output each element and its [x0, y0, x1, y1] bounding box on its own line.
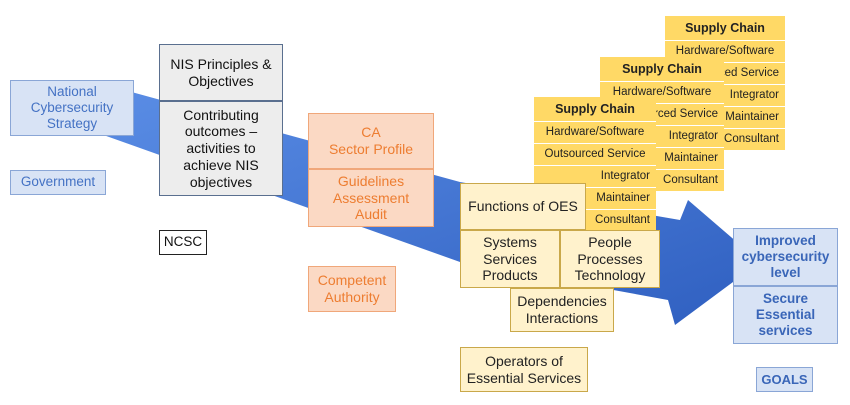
- guidelines-assessment-box: Guidelines Assessment Audit: [308, 169, 434, 227]
- supply-chain-header: Supply Chain: [665, 16, 785, 40]
- supply-chain-row: Hardware/Software: [534, 121, 656, 143]
- people-processes-box: People Processes Technology: [560, 230, 660, 288]
- ca-sector-profile-box: CA Sector Profile: [308, 113, 434, 169]
- nis-principles-box: NIS Principles & Objectives: [159, 44, 283, 101]
- ncsc-label: NCSC: [159, 230, 207, 255]
- supply-chain-row: Outsourced Service: [534, 143, 656, 165]
- competent-authority-label: Competent Authority: [308, 266, 396, 312]
- systems-services-box: Systems Services Products: [460, 230, 560, 288]
- contributing-outcomes-box: Contributing outcomes – activities to ac…: [159, 101, 283, 196]
- operators-label: Operators of Essential Services: [460, 347, 588, 392]
- supply-chain-row: Integrator: [534, 165, 656, 187]
- supply-chain-header: Supply Chain: [534, 97, 656, 121]
- government-label: Government: [10, 170, 106, 195]
- supply-chain-header: Supply Chain: [600, 57, 724, 81]
- functions-oes-box: Functions of OES: [460, 183, 586, 230]
- secure-services-box: Secure Essential services: [733, 286, 838, 344]
- national-strategy-box: National Cybersecurity Strategy: [10, 80, 134, 136]
- dependencies-box: Dependencies Interactions: [510, 288, 614, 332]
- supply-chain-row: Hardware/Software: [665, 40, 785, 62]
- improved-level-box: Improved cybersecurity level: [733, 228, 838, 286]
- goals-label: GOALS: [756, 367, 813, 392]
